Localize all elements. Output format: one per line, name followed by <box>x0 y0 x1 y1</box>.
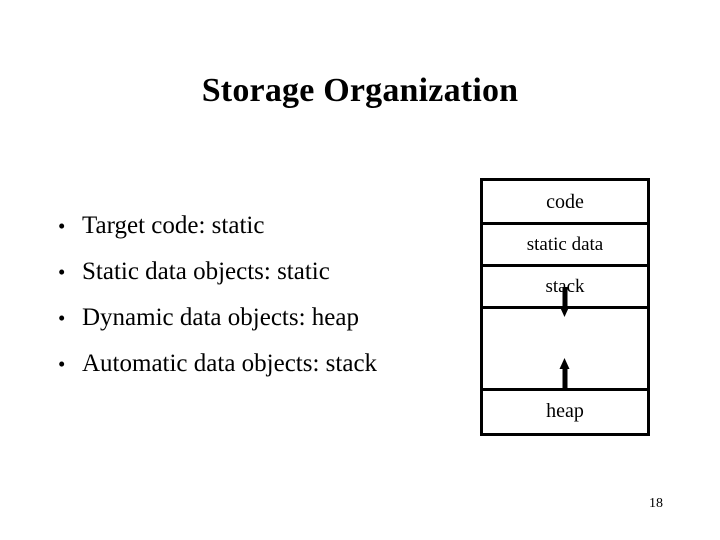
list-item: • Dynamic data objects: heap <box>50 298 480 338</box>
page-title: Storage Organization <box>201 72 519 109</box>
page-number: 18 <box>649 496 663 511</box>
bullet-marker-icon: • <box>58 214 66 238</box>
arrow-up-icon <box>559 358 570 390</box>
bullet-marker-icon: • <box>58 306 66 330</box>
list-item-label: Dynamic data objects: heap <box>82 304 359 331</box>
list-item-label: Automatic data objects: stack <box>82 350 378 377</box>
bullet-list: • Target code: static • Static data obje… <box>50 206 480 390</box>
list-item: • Target code: static <box>50 206 480 246</box>
memory-segment-static-data: static data <box>483 225 647 267</box>
list-item-label: Target code: static <box>82 212 265 239</box>
list-item-label: Static data objects: static <box>82 258 330 285</box>
list-item: • Automatic data objects: stack <box>50 344 480 384</box>
bullet-marker-icon: • <box>58 352 66 376</box>
memory-layout-diagram: code static data stack heap <box>480 178 650 436</box>
arrow-down-icon <box>559 287 570 317</box>
memory-segment-code: code <box>483 181 647 225</box>
memory-segment-heap: heap <box>546 400 584 422</box>
list-item: • Static data objects: static <box>50 252 480 292</box>
memory-segment-free <box>483 287 647 391</box>
bullet-marker-icon: • <box>58 260 66 284</box>
